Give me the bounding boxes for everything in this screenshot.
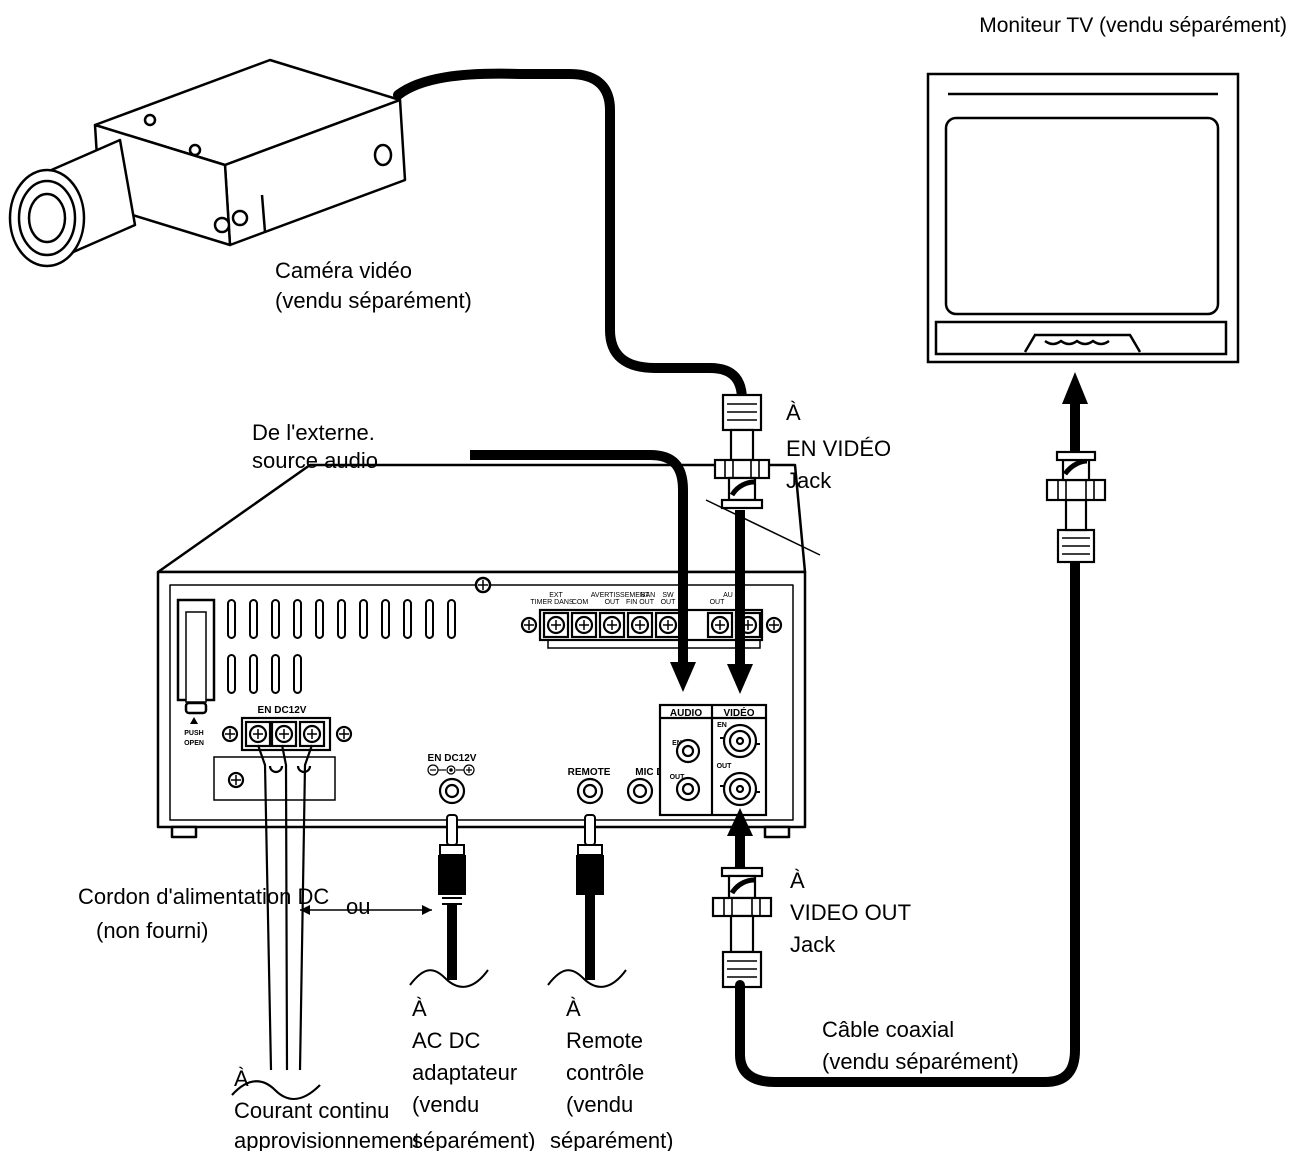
video-in-bnc-plug (713, 393, 771, 510)
video-header: VIDÉO (723, 706, 754, 719)
remote-label-4: (vendu (566, 1092, 633, 1117)
camera-label-2: (vendu séparément) (275, 288, 472, 313)
dc-cord-label-2: (non fourni) (96, 918, 209, 943)
video-out-callout-3: Jack (790, 932, 836, 957)
video-in-bnc-jack[interactable] (720, 723, 760, 759)
audio-in-jack[interactable] (675, 738, 701, 764)
alarm-terminal-strip[interactable] (520, 608, 783, 649)
video-out-bnc-jack[interactable] (720, 771, 760, 807)
audio-source-cable (470, 450, 688, 665)
audio-out-label: OUT (670, 774, 686, 781)
camera-cable (393, 68, 747, 405)
video-out-label: OUT (717, 763, 733, 770)
audio-out-jack[interactable] (675, 776, 701, 802)
pointer-line (705, 499, 821, 556)
ac-adapter-label-5: séparément) (412, 1128, 536, 1151)
dc-power-cord (231, 744, 321, 1101)
warning-label: AVERTISSEMENT (591, 592, 650, 599)
video-out-arrow (727, 808, 753, 836)
ac-adapter-label-1: À (412, 996, 427, 1021)
dc12v-jack[interactable] (438, 777, 466, 805)
camera-label-1: Caméra vidéo (275, 258, 412, 283)
dc12v-polarity-icon (427, 764, 475, 776)
dc12v-terminal-block[interactable] (213, 716, 353, 801)
dc-supply-label-1: À (234, 1066, 249, 1091)
dc-supply-label-2: Courant continu (234, 1098, 389, 1123)
au-out-label: OUT (710, 599, 726, 606)
coax-label-1: Câble coaxial (822, 1017, 954, 1042)
audio-header: AUDIO (670, 708, 702, 719)
monitor-in-arrow (1062, 372, 1088, 404)
remote-plug-body (576, 855, 604, 895)
remote-label-5: séparément) (550, 1128, 674, 1151)
sw-label: SW (662, 592, 674, 599)
dc-cord-label-1: Cordon d'alimentation DC (78, 884, 329, 909)
ac-adapter-plug-body (438, 855, 466, 895)
tv-monitor-illustration (926, 72, 1240, 364)
ac-adapter-label-4: (vendu (412, 1092, 479, 1117)
sw-out-label: OUT (661, 599, 677, 606)
push-label: PUSH (184, 730, 203, 737)
remote-label-1: À (566, 996, 581, 1021)
remote-label-3: contrôle (566, 1060, 644, 1085)
warning-out-label: OUT (605, 599, 621, 606)
timer-in-label: TIMER DANS (530, 599, 574, 606)
audio-source-label-2: source audio (252, 448, 378, 473)
video-out-callout-2: VIDEO OUT (790, 900, 911, 925)
remote-jack[interactable] (576, 777, 604, 805)
camera-illustration (8, 58, 407, 268)
com-label: COM (572, 599, 589, 606)
ac-adapter-plug (439, 814, 465, 856)
audio-in-label: EN (672, 740, 682, 747)
video-in-arrow (727, 664, 753, 694)
vent-slots (227, 599, 456, 694)
dc12v-terminal-label: EN DC12V (258, 705, 307, 716)
end-label: BAN (641, 592, 655, 599)
remote-label-2: Remote (566, 1028, 643, 1053)
audio-source-label-1: De l'externe. (252, 420, 375, 445)
audio-in-arrow (670, 662, 696, 692)
au-label: AU (723, 592, 733, 599)
ext-label: EXT (549, 592, 563, 599)
video-in-callout-3: Jack (786, 468, 832, 493)
video-in-callout-1: À (786, 400, 801, 425)
coax-label-2: (vendu séparément) (822, 1049, 1019, 1074)
dc-supply-label-3: approvisionnement (234, 1128, 420, 1151)
end-out-label: FIN OUT (626, 599, 655, 606)
push-arrow-icon (190, 717, 198, 724)
monitor-bnc-plug (1045, 450, 1107, 564)
dc12v-jack-label: EN DC12V (428, 753, 477, 764)
ac-adapter-label-2: AC DC (412, 1028, 481, 1053)
coaxial-cable (735, 555, 1080, 1087)
open-label: OPEN (184, 740, 204, 747)
monitor-label: Moniteur TV (vendu séparément) (979, 14, 1287, 37)
remote-jack-label: REMOTE (568, 767, 611, 778)
mic-in-jack[interactable] (626, 777, 654, 805)
ac-adapter-label-3: adaptateur (412, 1060, 517, 1085)
or-label: ou (346, 894, 370, 919)
video-out-callout-1: À (790, 868, 805, 893)
push-open-door[interactable] (176, 598, 216, 715)
video-in-callout-2: EN VIDÉO (786, 436, 891, 461)
video-in-label: EN (717, 722, 727, 729)
video-out-bnc-plug (711, 866, 773, 989)
